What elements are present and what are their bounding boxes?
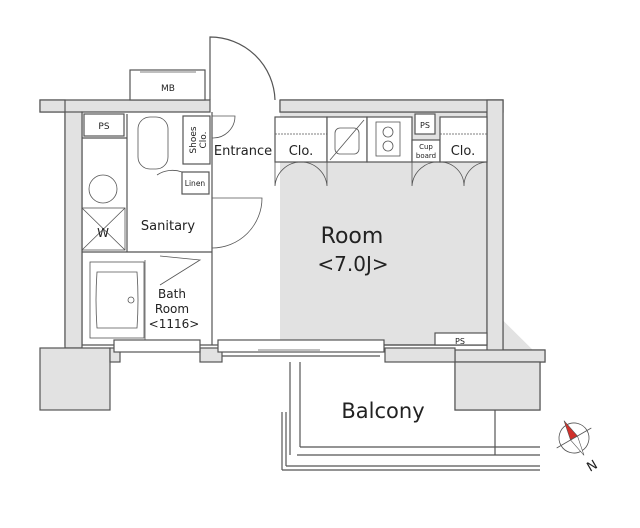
ps-label: PS bbox=[98, 122, 109, 132]
shoes-clo-label: Clo. bbox=[199, 132, 209, 149]
balcony bbox=[281, 362, 540, 471]
washer-label: W bbox=[97, 226, 109, 240]
shoes-label: Shoes bbox=[189, 126, 199, 153]
bath-label-2: Room bbox=[155, 302, 189, 316]
interior-lines bbox=[81, 36, 488, 357]
room-label: Room bbox=[321, 224, 384, 249]
entrance-label: Entrance bbox=[214, 144, 272, 159]
room-size-label: <7.0J> bbox=[317, 252, 388, 276]
cupboard-label-2: board bbox=[416, 152, 436, 160]
ps-kitchen-label: PS bbox=[420, 121, 430, 130]
balcony-label: Balcony bbox=[341, 399, 424, 423]
cupboard-label: Cup bbox=[419, 143, 433, 151]
compass-icon bbox=[556, 420, 592, 456]
bath-size-label: <1116> bbox=[149, 317, 200, 331]
sanitary-label: Sanitary bbox=[141, 219, 195, 234]
north-label: N bbox=[585, 458, 601, 476]
room-labels: MB PS Shoes Clo. Entrance Clo. PS Cup bo… bbox=[97, 84, 475, 423]
walls bbox=[39, 99, 546, 411]
linen-label: Linen bbox=[185, 179, 206, 188]
closet-right-label: Clo. bbox=[451, 144, 476, 159]
closet-label: Clo. bbox=[289, 144, 314, 159]
ps-room-label: PS bbox=[455, 337, 465, 346]
mb-label: MB bbox=[161, 84, 175, 94]
bath-label: Bath bbox=[158, 287, 186, 301]
